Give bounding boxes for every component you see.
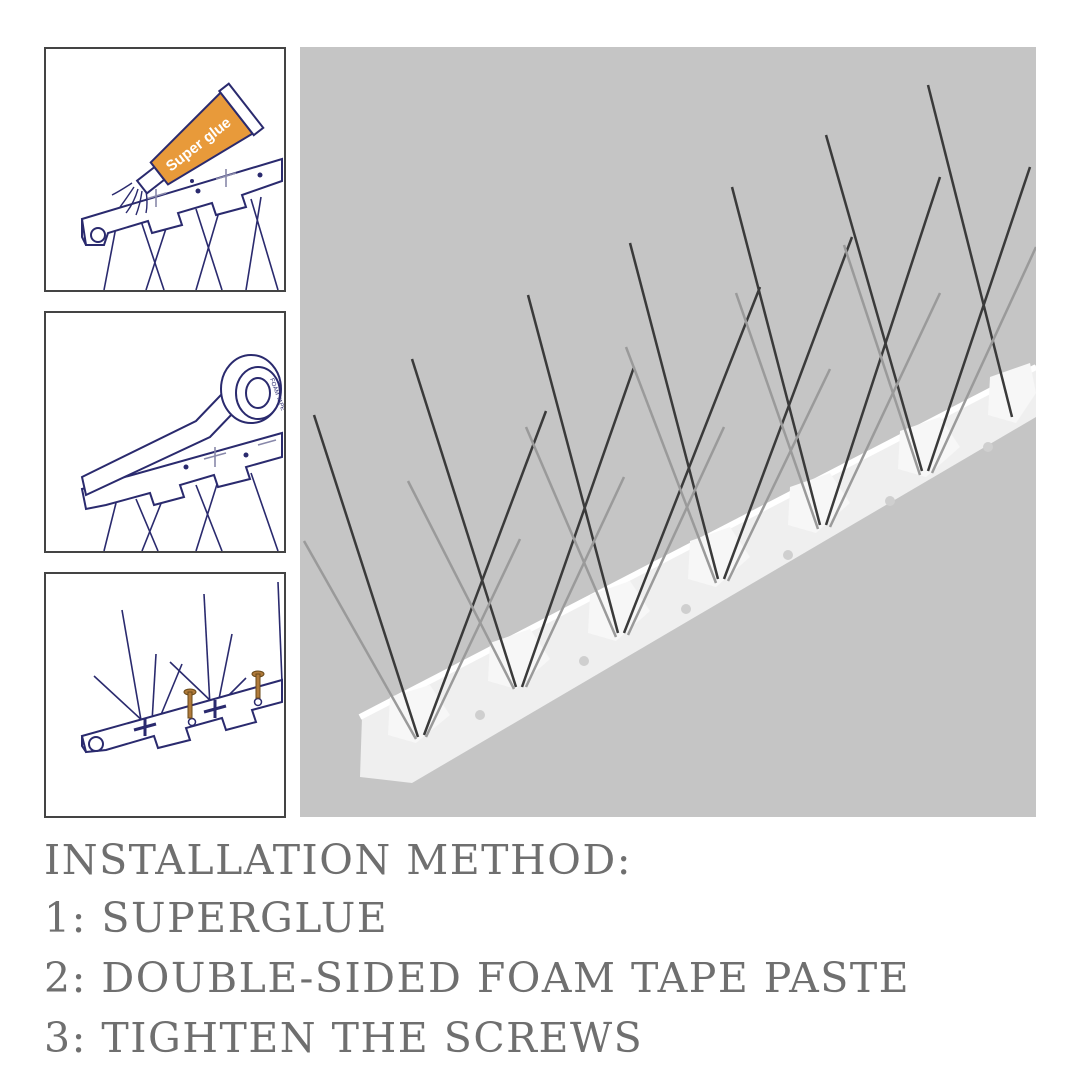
bird-spike-product-photo (300, 47, 1036, 817)
foam-tape-illustration-panel: FOAM TAPE (44, 311, 286, 553)
screws-illustration-panel (44, 572, 286, 818)
step-1-text: 1: SUPERGLUE (44, 894, 389, 942)
step-2-text: 2: DOUBLE-SIDED FOAM TAPE PASTE (44, 954, 911, 1002)
superglue-illustration-panel: Super glue (44, 47, 286, 292)
step-3-text: 3: TIGHTEN THE SCREWS (44, 1014, 644, 1062)
installation-method-title: INSTALLATION METHOD: (44, 836, 633, 884)
